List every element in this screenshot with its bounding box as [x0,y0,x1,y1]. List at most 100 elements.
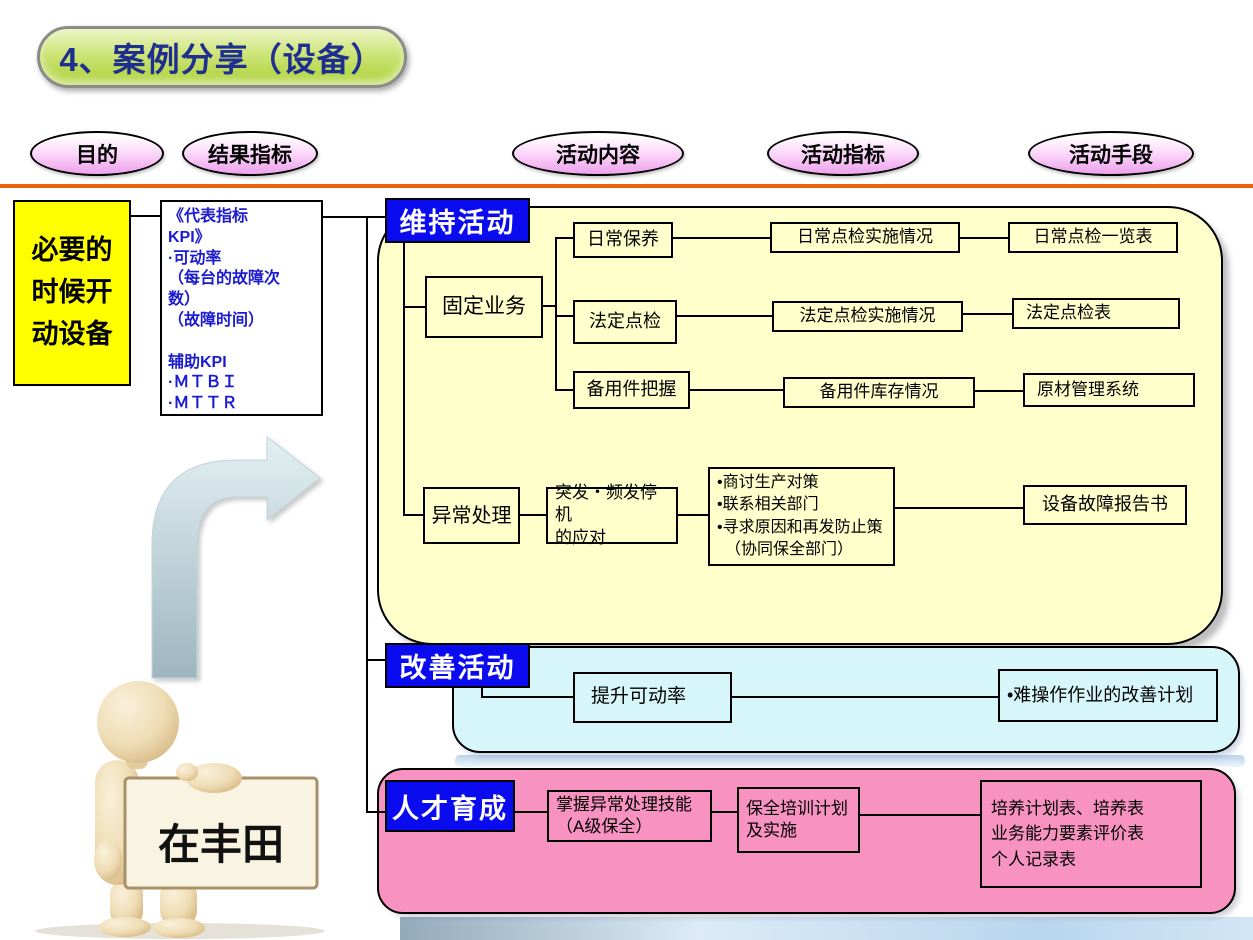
record-tables-text: 培养计划表、培养表 业务能力要素评价表 个人记录表 [991,798,1144,869]
failure-report-text: 设备故障报告书 [1042,494,1168,515]
daily-inspection-sheet-box: 日常点检一览表 [1008,222,1178,253]
improvement-plan-text: •难操作作业的改善计划 [1007,684,1194,705]
curved-arrow-shape [151,435,321,679]
figure-right-leg [160,880,197,926]
sudden-stop-box: 突发・频发停机 的应对 [546,483,678,547]
connector-line [520,514,546,516]
connector-line [366,659,385,661]
abnormal-handling-box: 异常处理 [423,487,520,544]
improve-region-shadow-strip [455,755,1245,767]
purpose-box-text: 必要的 时候开 动设备 [31,235,113,349]
daily-inspection-status-text: 日常点检实施情况 [797,227,933,247]
column-header-activity-means: 活动手段 [1028,131,1194,176]
abnormal-skill-text: 掌握异常处理技能 （A级保全） [556,794,692,836]
maintain-region [377,206,1223,645]
spare-stock-status-text: 备用件库存情况 [819,382,939,402]
sudden-stop-text: 突发・频发停机 的应对 [555,483,657,547]
orange-divider-line [0,184,1253,188]
connector-line [481,686,483,698]
legal-inspection-box: 法定点检 [573,300,677,344]
abnormal-skill-box: 掌握异常处理技能 （A级保全） [547,790,712,842]
connector-line [712,811,737,813]
connector-line [673,237,770,239]
figure-right-hand [186,763,242,793]
figure-head [97,681,179,763]
connector-line [403,306,425,308]
connector-line [963,313,1012,315]
connector-line [543,305,557,307]
legal-inspection-status-box: 法定点检实施情况 [772,301,963,332]
connector-line [690,389,783,391]
column-header-activity-kpi: 活动指标 [767,131,919,176]
talent-section-label: 人才育成 [385,780,515,832]
sign-text: 在丰田 [158,821,284,868]
legal-inspection-sheet-text: 法定点检表 [1026,303,1111,323]
connector-line [860,814,980,816]
talent-section-label-text: 人才育成 [392,793,508,824]
connector-line [960,237,1008,239]
improve-section-label: 改善活动 [385,643,530,688]
column-header-result-kpi: 结果指标 [182,131,318,176]
connector-line [323,216,386,218]
daily-maintenance-text: 日常保养 [587,229,659,250]
column-header-activity-means-label: 活动手段 [1069,143,1153,167]
bottom-background-strip [400,917,1253,940]
material-system-text: 原材管理系统 [1037,379,1139,399]
connector-line [403,242,405,516]
daily-inspection-sheet-text: 日常点检一览表 [1033,227,1153,247]
kpi-box-text: 《代表指标 KPI》 ·可动率 （每台的故障次 数） （故障时间） 辅助KPI … [168,208,281,413]
maintain-section-label-text: 维持活动 [399,208,516,238]
figure-left-leg [110,880,143,926]
record-tables-box: 培养计划表、培养表 业务能力要素评价表 个人记录表 [980,780,1202,888]
slide-title-pill: 4、案例分享（设备） [37,26,407,88]
connector-line [515,811,547,813]
material-system-box: 原材管理系统 [1023,373,1195,407]
connector-line [678,514,708,516]
connector-line [895,507,1023,509]
connector-line [555,315,573,317]
fixed-work-text: 固定业务 [442,295,526,319]
connector-line [732,696,998,698]
spare-stock-status-box: 备用件库存情况 [783,377,975,408]
improve-section-label-text: 改善活动 [399,653,516,683]
connector-line [677,315,772,317]
column-header-activity-content: 活动内容 [512,131,684,176]
connector-line [366,811,385,813]
abnormal-handling-text: 异常处理 [431,504,512,527]
figure-right-thumb [176,763,198,781]
countermeasure-box: •商讨生产对策 •联系相关部门 •寻求原因和再发防止策 （协同保全部门） [708,467,895,566]
connector-line [555,237,573,239]
column-header-purpose-label: 目的 [76,143,118,167]
legal-inspection-sheet-box: 法定点检表 [1012,298,1180,329]
figure-left-foot [99,917,151,937]
legal-inspection-status-text: 法定点检实施情况 [799,306,936,326]
kpi-box: 《代表指标 KPI》 ·可动率 （每台的故障次 数） （故障时间） 辅助KPI … [160,200,323,416]
raise-rate-text: 提升可动率 [591,686,687,708]
training-plan-text: 保全培训计划 及实施 [746,798,848,840]
spare-parts-box: 备用件把握 [573,371,690,409]
column-header-activity-kpi-label: 活动指标 [801,143,885,167]
column-header-result-kpi-label: 结果指标 [208,143,292,167]
daily-maintenance-box: 日常保养 [573,222,673,258]
figure-right-foot [153,918,205,938]
connector-line-main-vertical [366,217,368,812]
countermeasure-text: •商讨生产对策 •联系相关部门 •寻求原因和再发防止策 （协同保全部门） [717,473,883,558]
fixed-work-box: 固定业务 [425,276,543,338]
training-plan-box: 保全培训计划 及实施 [737,787,860,853]
connector-line [555,389,573,391]
column-header-activity-content-label: 活动内容 [556,143,640,167]
column-header-purpose: 目的 [30,131,164,176]
spare-parts-text: 备用件把握 [586,379,677,400]
figure-left-hand [94,840,122,880]
figure-with-sign: 在丰田 [35,681,325,939]
purpose-box: 必要的 时候开 动设备 [13,200,131,386]
connector-line [975,390,1023,392]
improvement-plan-box: •难操作作业的改善计划 [998,669,1218,722]
raise-rate-box: 提升可动率 [573,672,732,723]
connector-line [555,237,557,391]
legal-inspection-text: 法定点检 [589,311,661,332]
failure-report-box: 设备故障报告书 [1023,485,1187,525]
connector-line [403,514,423,516]
connector-line [481,696,573,698]
